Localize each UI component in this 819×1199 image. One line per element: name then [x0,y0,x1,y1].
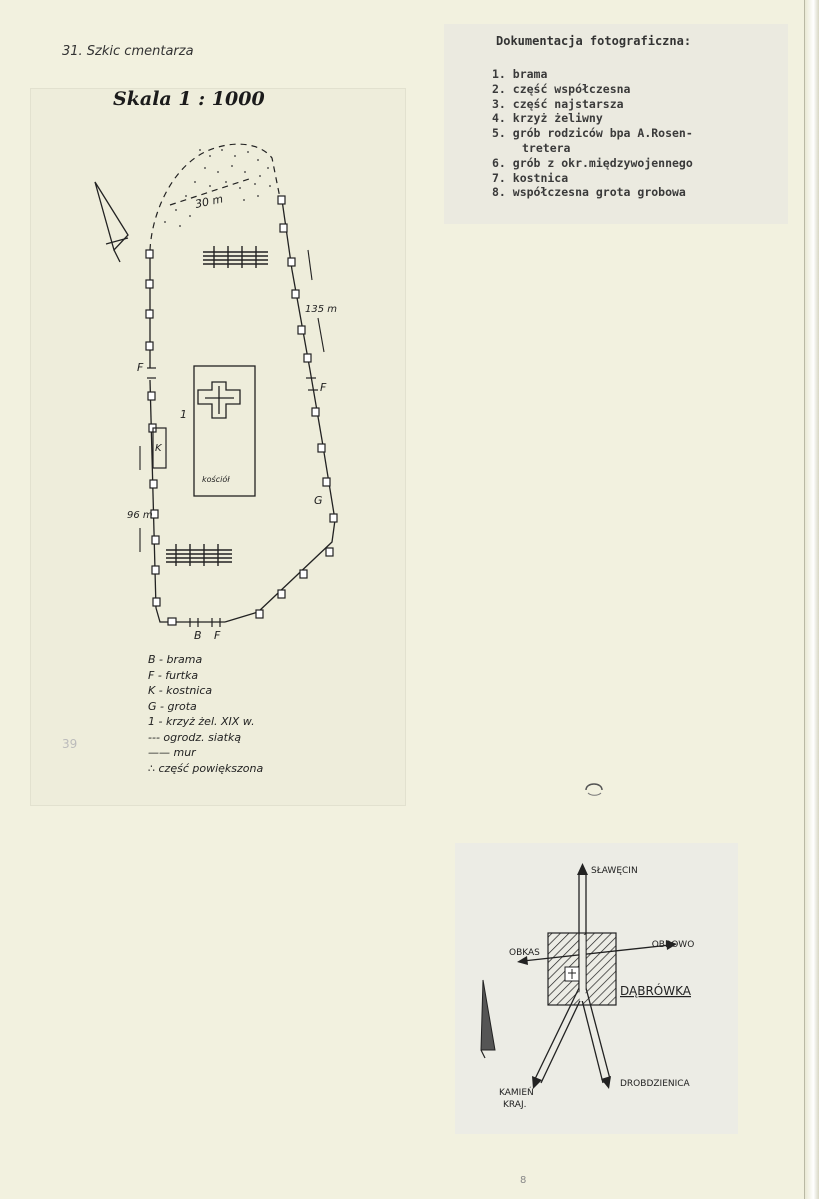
list-item: 8. współczesna grota grobowa [492,185,686,200]
list-item: 4. krzyż żeliwny [492,111,603,126]
list-item: 1. brama [492,67,548,81]
church-building [193,365,256,497]
list-item: 6. grób z okr.międzywojennego [492,155,693,170]
ring-mark-icon [585,783,603,796]
label-cross-1: 1 [180,408,187,421]
sketch-paper [30,88,406,806]
sketch-scale-title: Skala 1 : 1000 [113,88,265,110]
label-drobdzienica: DROBDZIENICA [620,1079,691,1089]
figure-caption: 31. Szkic cmentarza [62,44,194,59]
label-g: G [314,494,323,507]
list-item: 2. część współczesna [492,81,631,96]
arrow-heads [517,863,677,1089]
north-arrow-icon [480,979,496,1051]
margin-number: 39 [62,737,78,751]
list-item: 5. grób rodziców bpa A.Rosen- [492,126,693,141]
photo-doc-list: 1. brama 2. część współczesna 3. część n… [492,67,693,200]
label-96m: 96 m [127,510,153,521]
enlarged-part-area [164,149,271,227]
label-obrowo: OBROWO [652,940,695,950]
measurement-lines [139,249,325,552]
north-arrow-icon [94,181,129,263]
list-item: tretera [522,140,571,155]
page-edge-line [804,0,805,1199]
graves-top [203,246,268,268]
label-kraj: KRAJ. [503,1100,526,1110]
photo-doc-paper [444,24,788,224]
page-edge [805,0,819,1199]
label-kamien: KAMIEŃ [499,1086,534,1098]
legend-item: --- ogrodz. siatką [148,730,242,744]
legend-item: K - kostnica [148,684,213,697]
footer-mark: 8 [520,1175,527,1186]
location-map: SŁAWĘCIN OBKAS OBROWO DĄBRÓWKA KAMIEŃ KR… [480,863,695,1110]
legend-item: F - furtka [148,668,199,682]
photo-doc-title: Dokumentacja fotograficzna: [496,34,692,48]
legend-item: B - brama [148,653,203,666]
label-b-bottom: B [194,629,202,642]
label-dabrowka: DĄBRÓWKA [620,983,692,998]
legend-item: ∴ część powiększona [148,761,264,775]
label-obkas: OBKAS [509,948,540,958]
label-f-left: F [137,361,144,374]
ossuary-building [152,427,167,469]
label-f-right: F [320,381,327,394]
label-slawecin: SŁAWĘCIN [591,866,638,876]
church-label: kościół [202,474,230,484]
label-f-bottom: F [214,629,221,642]
list-item: 7. kostnica [492,170,569,185]
legend-item: G - grota [148,699,197,713]
legend-item: —— mur [148,746,196,759]
church-icon [564,966,580,982]
village-gap [579,935,586,1001]
net-fence [149,143,281,251]
label-135m: 135 m [305,304,337,315]
label-k: K [155,443,163,454]
graves-bottom [166,544,232,566]
label-30m: 30 m [194,192,224,211]
list-item: 3. część najstarsza [492,96,624,111]
gates [147,367,318,627]
legend-item: 1 - krzyż żel. XIX w. [148,715,255,728]
sketch-legend: B - brama F - furtka K - kostnica G - gr… [148,652,263,776]
